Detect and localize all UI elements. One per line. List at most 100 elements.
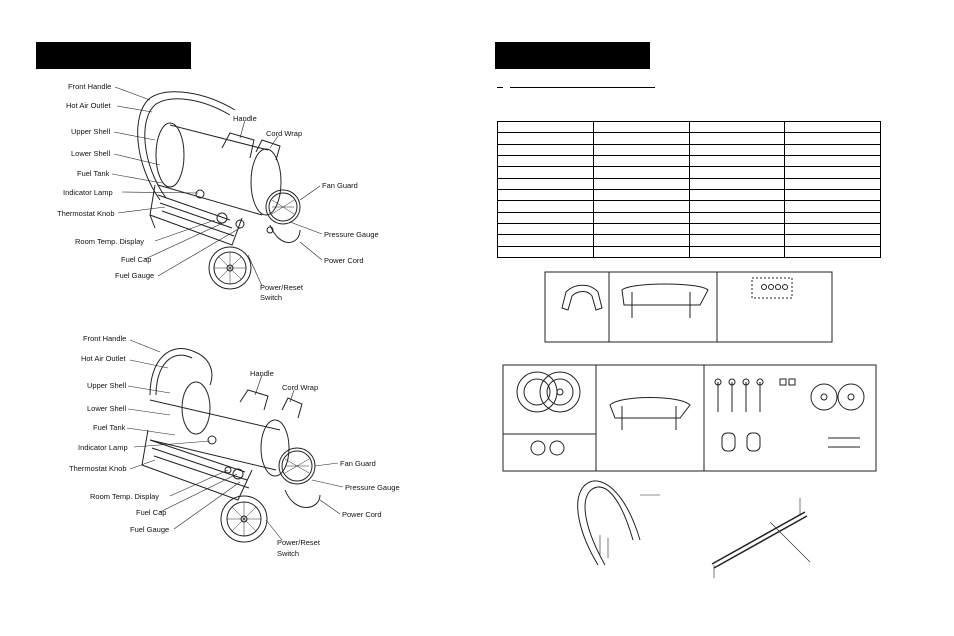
table-cell [592, 154, 689, 167]
label-fuel-tank: Fuel Tank [77, 169, 110, 178]
label2-indicator-lamp: Indicator Lamp [78, 443, 128, 452]
table-cell [497, 132, 594, 145]
label2-power-reset-switch: Switch [277, 549, 300, 558]
table-cell [688, 211, 785, 224]
parts-list-table [497, 121, 881, 258]
label-power-cord: Power Cord [324, 256, 364, 265]
table-row [497, 143, 881, 156]
label-upper-shell: Upper Shell [71, 127, 111, 136]
table-cell [688, 121, 785, 133]
table-cell [592, 200, 689, 213]
table-cell [497, 245, 594, 258]
label2-fuel-tank: Fuel Tank [93, 423, 126, 432]
table-row [497, 166, 881, 179]
label-pressure-gauge: Pressure Gauge [324, 230, 379, 239]
label2-upper-shell: Upper Shell [87, 381, 127, 390]
label2-room-temp-display: Room Temp. Display [90, 492, 160, 501]
leaders-diagram-2 [126, 339, 344, 541]
table-cell [784, 245, 881, 258]
table-cell [784, 177, 881, 190]
table-cell [497, 154, 594, 167]
label-hot-air-outlet: Hot Air Outlet [66, 101, 111, 110]
table-cell [497, 234, 594, 247]
label2-lower-shell: Lower Shell [87, 404, 127, 413]
label2-pressure-gauge: Pressure Gauge [345, 483, 400, 492]
section-title-rule [510, 87, 655, 88]
label-power-reset-switch: Switch [260, 293, 283, 302]
right-page-header-bar [495, 42, 650, 69]
table-cell [688, 166, 785, 179]
table-cell [784, 211, 881, 224]
table-row [497, 211, 881, 224]
label2-fan-guard: Fan Guard [340, 459, 376, 468]
label-fuel-gauge: Fuel Gauge [115, 271, 155, 280]
table-cell [784, 200, 881, 213]
label2-front-handle: Front Handle [83, 334, 127, 343]
table-cell [497, 200, 594, 213]
label-fan-guard: Fan Guard [322, 181, 358, 190]
table-cell [784, 234, 881, 247]
table-cell [497, 211, 594, 224]
table-row [497, 200, 881, 213]
label-room-temp-display: Room Temp. Display [75, 237, 145, 246]
front-handle-part [577, 480, 660, 566]
table-cell [592, 121, 689, 133]
table-cell [784, 166, 881, 179]
table-cell [592, 177, 689, 190]
table-cell [592, 245, 689, 258]
label-front-handle: Front Handle [68, 82, 112, 91]
label-indicator-lamp: Indicator Lamp [63, 188, 113, 197]
table-cell [497, 143, 594, 156]
heater-illustration-1 [137, 91, 301, 290]
table-cell [592, 143, 689, 156]
table-cell [784, 143, 881, 156]
table-cell [688, 132, 785, 145]
heater-illustration-2 [141, 348, 321, 543]
table-row [497, 234, 881, 247]
label2-handle: Handle [250, 369, 274, 378]
label2-cord-wrap: Cord Wrap [282, 383, 319, 392]
table-row [497, 222, 881, 235]
axle-rod-part [711, 498, 811, 578]
table-cell [688, 154, 785, 167]
table-row [497, 154, 881, 167]
table-cell [592, 211, 689, 224]
table-cell [497, 166, 594, 179]
table-cell [592, 222, 689, 235]
table-cell [498, 122, 594, 133]
table-cell [497, 222, 594, 235]
label2-fuel-gauge: Fuel Gauge [130, 525, 170, 534]
table-cell [688, 143, 785, 156]
section-underline [497, 87, 503, 88]
table-row [497, 177, 881, 190]
table-cell [688, 222, 785, 235]
label-thermostat-knob: Thermostat Knob [57, 209, 115, 218]
table-cell [497, 177, 594, 190]
label2-fuel-cap: Fuel Cap [136, 508, 167, 517]
parts-kit-box-1 [544, 271, 833, 343]
table-cell [688, 177, 785, 190]
label-handle: Handle [233, 114, 257, 123]
label2-thermostat-knob: Thermostat Knob [69, 464, 127, 473]
table-cell [784, 188, 881, 201]
table-cell [592, 132, 689, 145]
left-page-header-bar [36, 42, 191, 69]
table-cell [497, 188, 594, 201]
table-cell [592, 166, 689, 179]
label-lower-shell: Lower Shell [71, 149, 111, 158]
parts-kit-box-2 [502, 364, 877, 472]
leaders-diagram-1 [111, 86, 323, 287]
table-cell [688, 200, 785, 213]
table-row [497, 188, 881, 201]
table-cell [592, 188, 689, 201]
label2-power-reset: Power/Reset [277, 538, 320, 547]
label2-power-cord: Power Cord [342, 510, 382, 519]
table-cell [688, 234, 785, 247]
label-cord-wrap: Cord Wrap [266, 129, 303, 138]
table-row [498, 121, 881, 133]
table-cell [784, 222, 881, 235]
table-cell [784, 132, 881, 145]
label-fuel-cap: Fuel Cap [121, 255, 152, 264]
table-cell [592, 234, 689, 247]
